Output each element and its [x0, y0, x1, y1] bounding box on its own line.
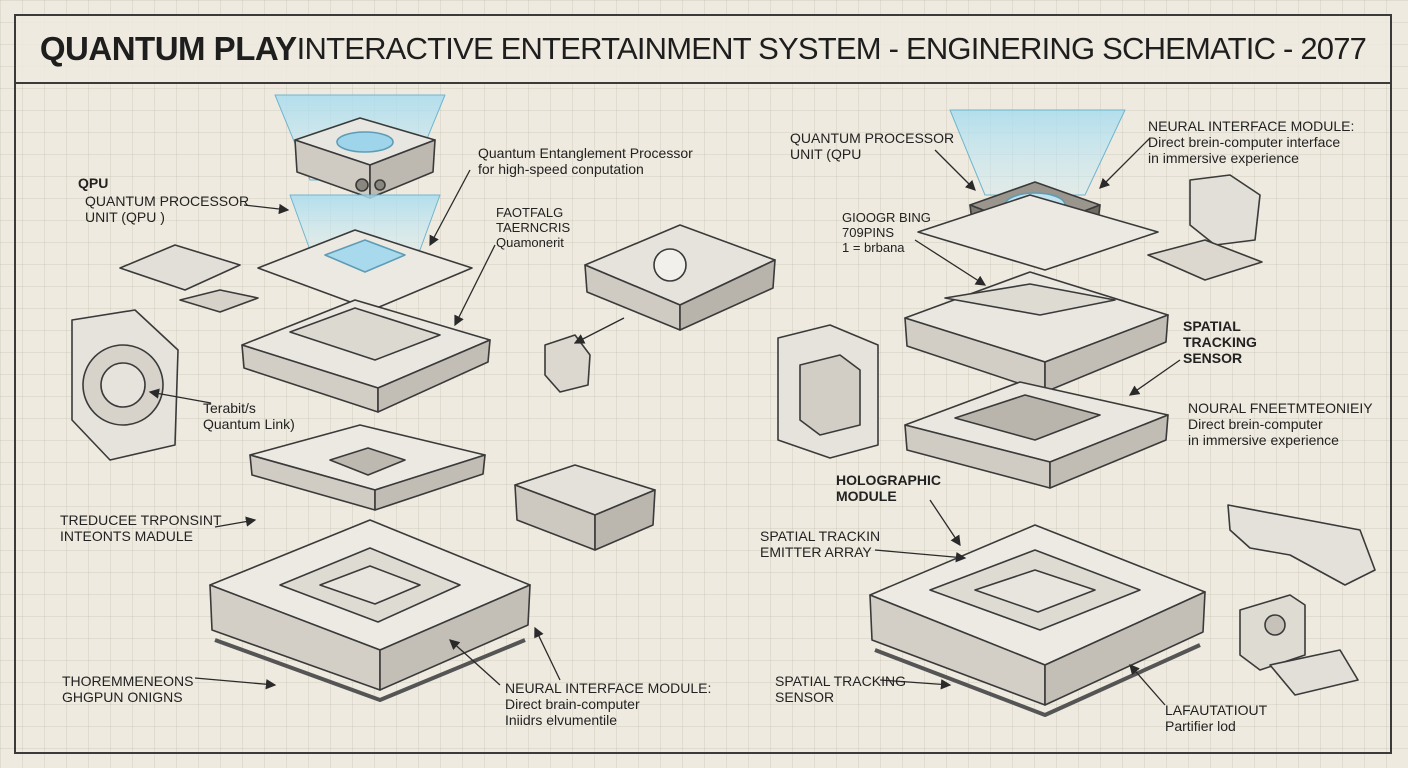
small-board-left: [119, 244, 241, 291]
label-spatial-tracking-sensor-top: SPATIAL TRACKING SENSOR: [1183, 318, 1257, 366]
label-thoremmeneons: THOREMMENEONS GHGPUN ONIGNS: [62, 673, 194, 705]
label-qpu-left: QUANTUM PROCESSOR UNIT (QPU ): [85, 193, 250, 225]
label-qpu-short: QPU: [78, 175, 109, 191]
label-giogg-bing: GIOOGR BING 709PINS 1 = brbana: [842, 210, 931, 255]
processor-board-right: [917, 194, 1159, 271]
side-device-round: [71, 309, 179, 461]
mid-casing-right: [904, 271, 1169, 393]
base-console-right: [869, 524, 1206, 717]
arm-part-right: [1227, 504, 1376, 586]
side-device-square: [777, 324, 879, 459]
connector-small: [544, 334, 591, 393]
mid-casing-left: [241, 299, 491, 413]
title-text: INTERACTIVE ENTERTAINMENT SYSTEM - ENGIN…: [296, 31, 1367, 66]
base-console-left: [209, 519, 531, 702]
sheet-border: [14, 14, 1392, 754]
label-spatial-tracking-sensor-bottom: SPATIAL TRACKING SENSOR: [775, 673, 906, 705]
bracket-top-right: [1189, 174, 1261, 246]
label-holographic-module: HOLOGRAPHIC MODULE: [836, 472, 941, 504]
keyboard-plate-right: [904, 381, 1169, 489]
chip-tray-left: [249, 424, 486, 511]
label-qpu-right: QUANTUM PROCESSOR UNIT (QPU: [790, 130, 955, 162]
label-neural-interface-top: NEURAL INTERFACE MODULE: Direct brein-co…: [1148, 118, 1355, 166]
title-brand: QUANTUM PLAY: [39, 30, 297, 67]
camera-module-right: [1239, 594, 1359, 696]
label-lafautatiout: LAFAUTATIOUT Partifier lod: [1165, 702, 1268, 734]
label-faotfalg: FAOTFALG TAERNCRIS Quamonerit: [496, 205, 571, 250]
label-noural-interface: NOURAL FNEETMTEONIEIY Direct brein-compu…: [1188, 400, 1373, 448]
chip-block-center: [514, 464, 656, 551]
bracket-mid-right: [1147, 239, 1263, 281]
label-entanglement-processor: Quantum Entanglement Processor for high-…: [478, 145, 693, 177]
label-terabit-link: Terabit/s Quantum Link): [203, 400, 295, 432]
label-neural-interface-bottom: NEURAL INTERFACE MODULE: Direct brain-co…: [505, 680, 712, 728]
label-treducee-module: TREDUCEE TRPONSINT INTEONTS MADULE: [60, 512, 222, 544]
title-bar: QUANTUM PLAY INTERACTIVE ENTERTAINMENT S…: [16, 16, 1390, 84]
small-bracket-left: [179, 289, 259, 313]
label-emitter-array: SPATIAL TRACKIN EMITTER ARRAY: [760, 528, 881, 560]
holo-beam-mid-left: [289, 194, 441, 251]
holo-beam-right: [949, 109, 1126, 196]
handheld-console: [584, 224, 776, 331]
